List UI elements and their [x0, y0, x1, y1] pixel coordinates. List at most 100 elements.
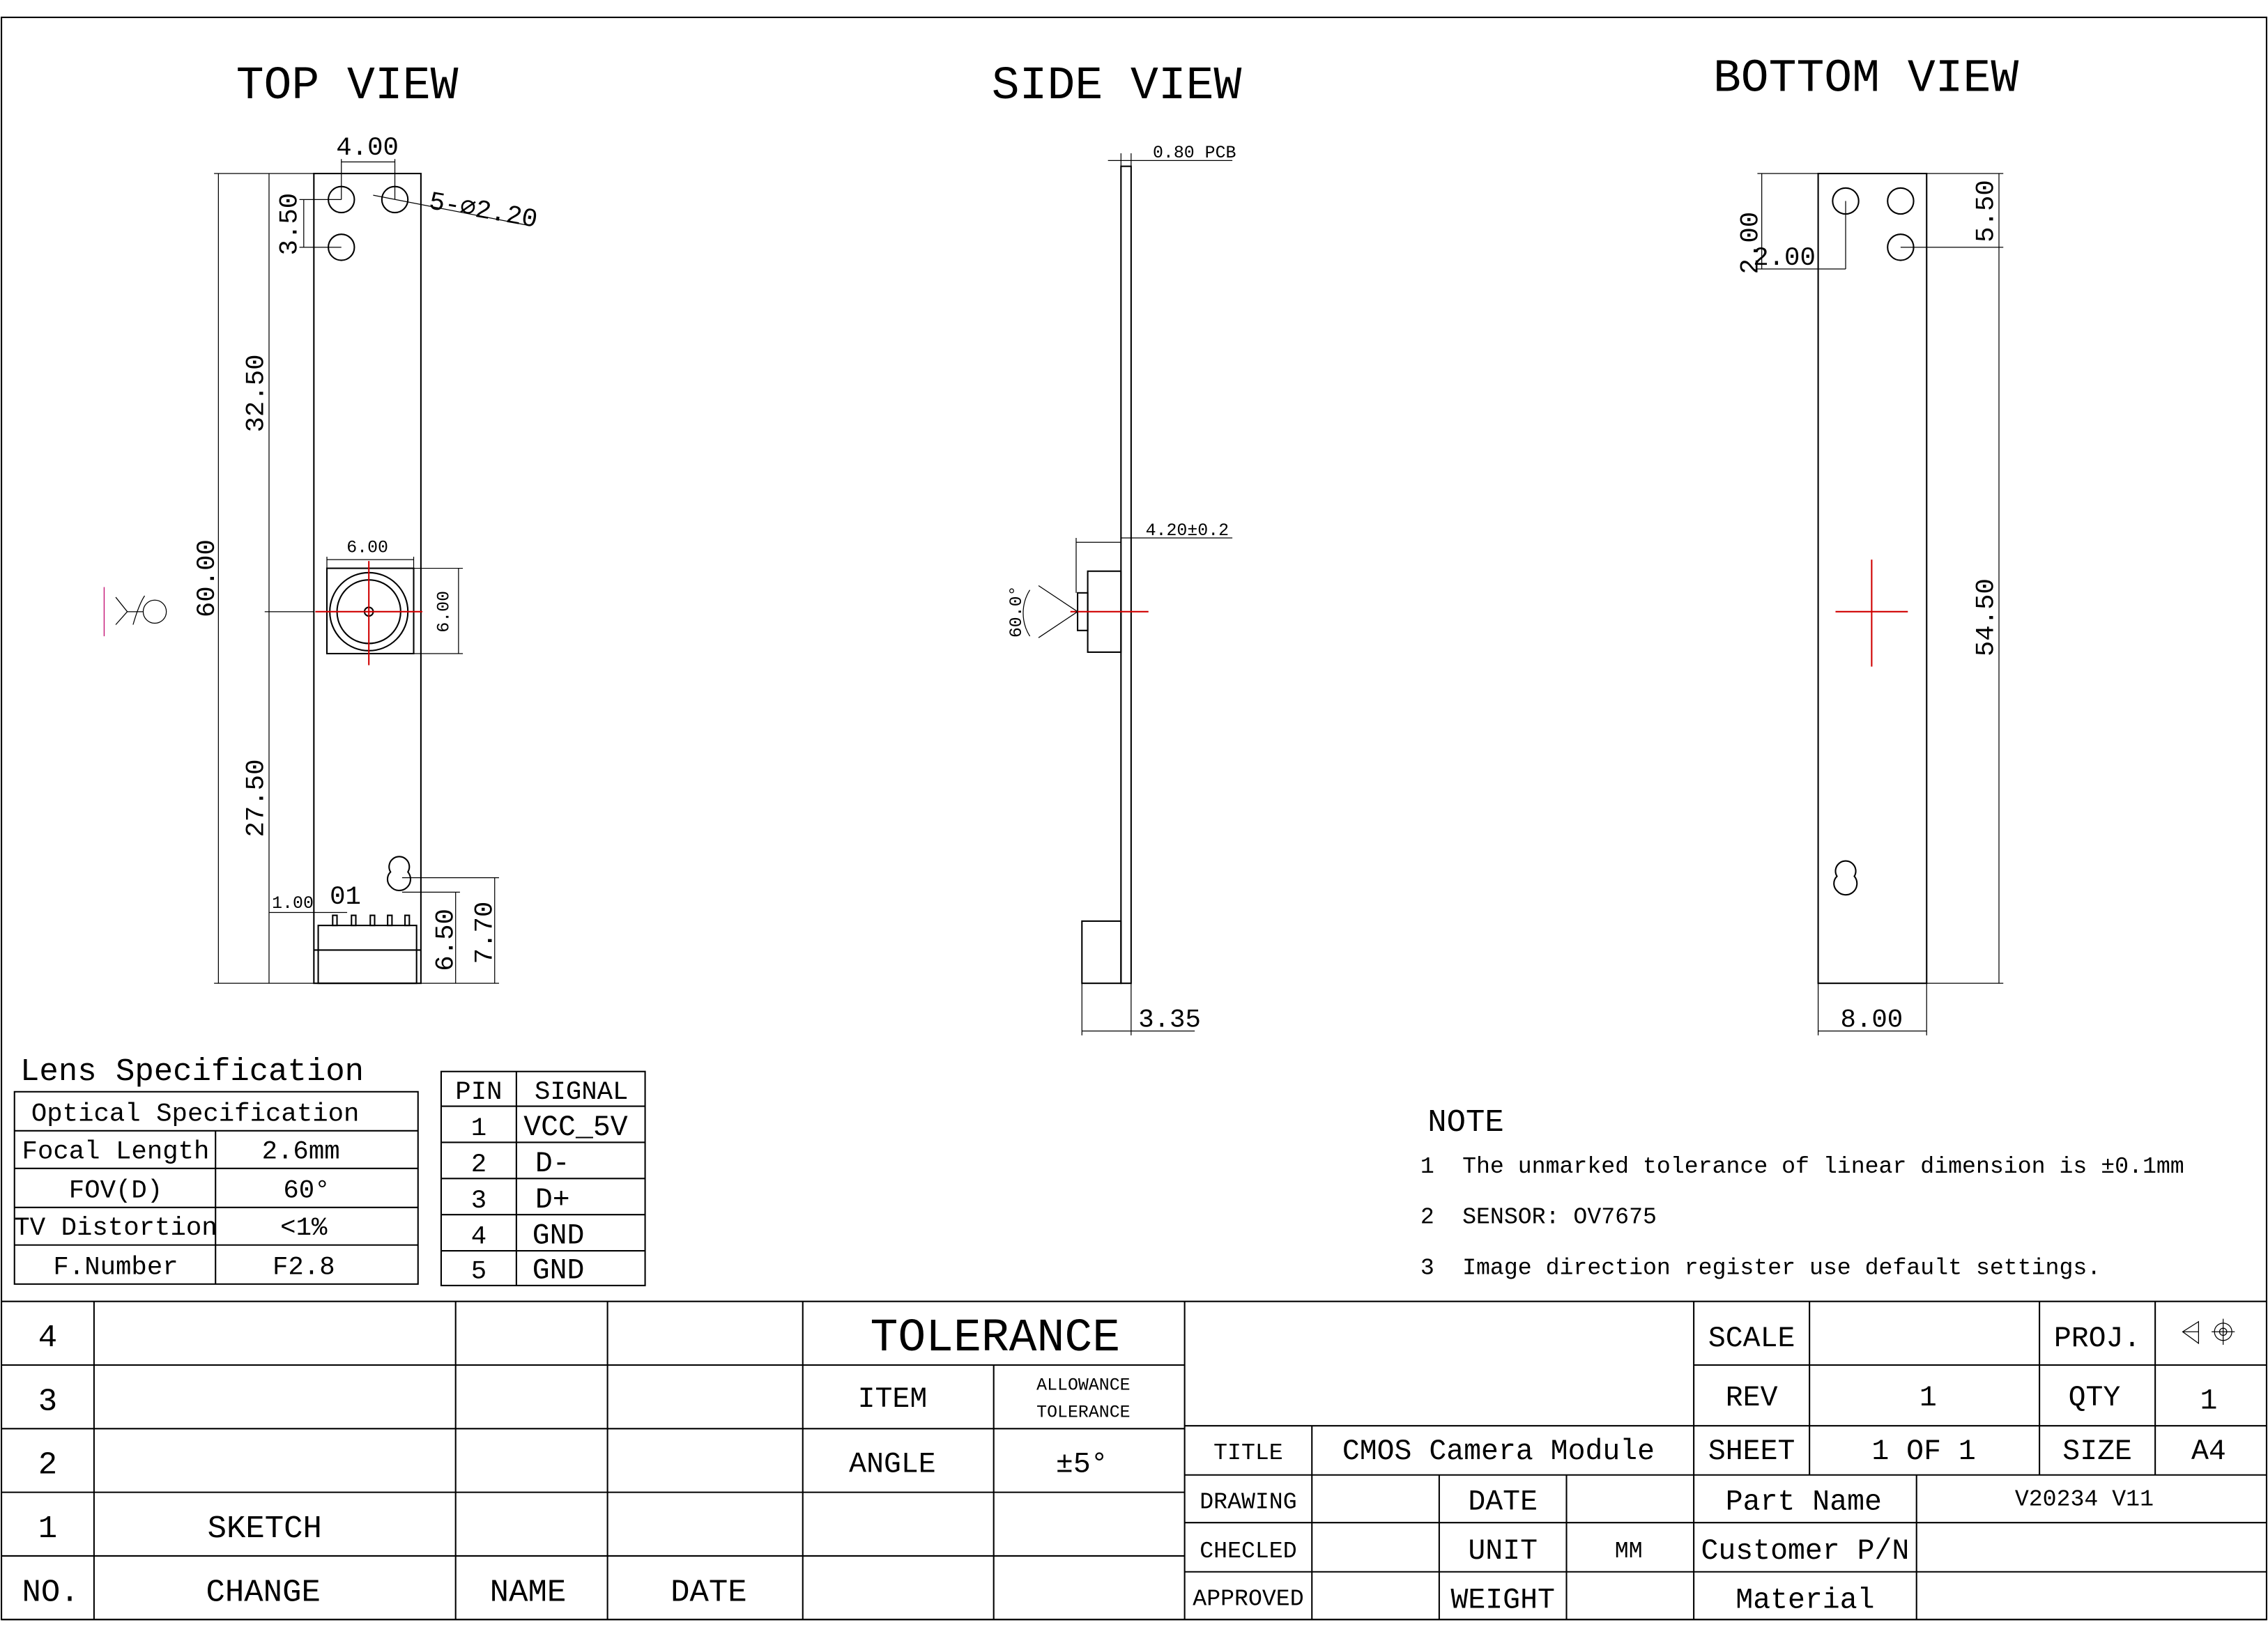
- notes: NOTE 1 The unmarked tolerance of linear …: [1420, 1104, 2184, 1281]
- note-number: 3: [1420, 1254, 1434, 1281]
- revision-table: 4 3 2 1 SKETCH NO. CHANGE NAME DATE TOLE…: [1, 1300, 2267, 1620]
- side-view: 0.80 PCB 4.20±0.2 60.0° 3.35: [1007, 144, 1236, 1035]
- unit-value: MM: [1615, 1538, 1643, 1564]
- tolerance-angle: ANGLE: [849, 1449, 936, 1481]
- size-label: SIZE: [2062, 1435, 2132, 1468]
- rev-label: REV: [1726, 1382, 1778, 1415]
- revision-number: 4: [38, 1320, 57, 1356]
- note-text: The unmarked tolerance of linear dimensi…: [1462, 1153, 2184, 1180]
- checked-label: CHECLED: [1200, 1538, 1296, 1564]
- spec-label: TV Distortion: [14, 1214, 217, 1243]
- signal-header: SIGNAL: [535, 1078, 628, 1107]
- revision-number: 2: [38, 1447, 57, 1483]
- spec-label: Focal Length: [22, 1137, 210, 1166]
- title-block: SCALE PROJ. REV 1 QTY 1 TITLE CMOS Camer…: [1, 1301, 2267, 1621]
- projection-label: PROJ.: [2054, 1323, 2141, 1355]
- dim-3-35: 3.35: [1138, 1005, 1201, 1035]
- pin-header: PIN: [455, 1078, 502, 1107]
- col-no: NO.: [22, 1574, 79, 1610]
- mount-hole-slot: [1833, 860, 1858, 896]
- dim-fov-angle: 60.0°: [1007, 585, 1027, 638]
- side-view-title: SIDE VIEW: [992, 60, 1242, 112]
- col-name: NAME: [490, 1574, 567, 1610]
- customer-pn-label: Customer P/N: [1701, 1535, 1909, 1568]
- pin1-marker: 01: [330, 883, 361, 912]
- col-change: CHANGE: [206, 1574, 321, 1610]
- unit-label: UNIT: [1468, 1535, 1538, 1568]
- top-view-title: TOP VIEW: [236, 60, 459, 112]
- col-date: DATE: [671, 1574, 747, 1610]
- pcb-outline: [313, 172, 422, 985]
- dim-60-00: 60.00: [193, 539, 222, 617]
- bottom-view-title: BOTTOM VIEW: [1713, 53, 2018, 105]
- tolerance-tolerance: TOLERANCE: [1036, 1403, 1130, 1423]
- projection-symbol-icon: [2182, 1318, 2235, 1345]
- pin-signal: VCC_5V: [523, 1111, 628, 1144]
- dim-pcb-thickness: 0.80 PCB: [1153, 144, 1236, 163]
- tolerance-item: ITEM: [858, 1383, 928, 1416]
- sheet-label: SHEET: [1708, 1435, 1795, 1468]
- dim-3-50: 3.50: [275, 193, 305, 256]
- spec-value: <1%: [280, 1214, 328, 1243]
- pin-signal: D+: [535, 1184, 570, 1217]
- size-value: A4: [2191, 1435, 2226, 1468]
- pin-signal: D-: [535, 1148, 570, 1180]
- spec-value: F2.8: [273, 1253, 335, 1282]
- spec-value: 2.6mm: [262, 1137, 340, 1166]
- tolerance-allowance: ALLOWANCE: [1036, 1375, 1130, 1395]
- part-name-label: Part Name: [1726, 1486, 1882, 1519]
- dim-hole-diameter: 5-⌀2.20: [427, 187, 539, 236]
- scale-label: SCALE: [1708, 1323, 1795, 1355]
- lens-spec-header: Optical Specification: [31, 1100, 360, 1129]
- dim-6-50: 6.50: [432, 909, 461, 971]
- pcb-outline-bottom: [1817, 172, 1928, 985]
- qty-label: QTY: [2069, 1382, 2121, 1415]
- dim-lens-height: 4.20±0.2: [1146, 521, 1229, 541]
- tolerance-angle-value: ±5°: [1056, 1449, 1108, 1481]
- dim-8-00: 8.00: [1841, 1005, 1903, 1035]
- revision-number: 3: [38, 1383, 57, 1419]
- dim-2-00-vertical: 2.00: [1736, 212, 1765, 275]
- rev-value: 1: [1920, 1382, 1937, 1415]
- title-value: CMOS Camera Module: [1342, 1435, 1655, 1468]
- dim-32-50: 32.50: [243, 354, 272, 432]
- title-label: TITLE: [1213, 1440, 1283, 1466]
- dim-2-00-horizontal: 2.00: [1753, 244, 1816, 273]
- spec-value: 60°: [283, 1176, 330, 1205]
- pin-number: 1: [471, 1114, 486, 1143]
- revision-number: 1: [38, 1511, 57, 1547]
- mount-hole-slot: [386, 856, 411, 891]
- drawing-label: DRAWING: [1200, 1488, 1296, 1515]
- material-label: Material: [1736, 1585, 1874, 1617]
- spec-label: F.Number: [53, 1253, 178, 1282]
- note-number: 2: [1420, 1204, 1434, 1231]
- connector: [317, 925, 417, 985]
- dim-54-50: 54.50: [1972, 578, 2002, 656]
- dim-5-50: 5.50: [1972, 180, 2002, 242]
- pin-number: 3: [471, 1187, 486, 1216]
- qty-value: 1: [2200, 1385, 2217, 1417]
- mount-hole: [1887, 187, 1915, 215]
- weight-label: WEIGHT: [1450, 1585, 1554, 1617]
- dim-lens-height: 6.00: [434, 591, 454, 633]
- pcb-side: [1120, 165, 1132, 985]
- note-number: 1: [1420, 1153, 1434, 1180]
- dim-27-50: 27.50: [243, 759, 272, 837]
- pin-number: 5: [471, 1257, 486, 1286]
- dim-hole-spacing: 4.00: [336, 134, 399, 163]
- revision-change: SKETCH: [208, 1511, 322, 1547]
- sheet-value: 1 OF 1: [1871, 1435, 1975, 1468]
- dim-1-00: 1.00: [272, 894, 314, 914]
- dim-lens-width: 6.00: [346, 539, 388, 558]
- pin-signal: GND: [532, 1220, 585, 1253]
- orientation-figure-icon: [103, 587, 167, 637]
- top-view: 4.00 5-⌀2.20 3.50 32.50 60.00 27.50 6.00…: [103, 134, 539, 985]
- bottom-view: 2.00 2.00 5.50 54.50 8.00: [1736, 172, 2004, 1035]
- dim-7-70: 7.70: [471, 902, 500, 964]
- spec-label: FOV(D): [69, 1176, 162, 1205]
- note-text: Image direction register use default set…: [1462, 1254, 2101, 1281]
- pin-number: 4: [471, 1223, 486, 1252]
- tolerance-title: TOLERANCE: [870, 1312, 1120, 1364]
- date-label: DATE: [1468, 1486, 1538, 1519]
